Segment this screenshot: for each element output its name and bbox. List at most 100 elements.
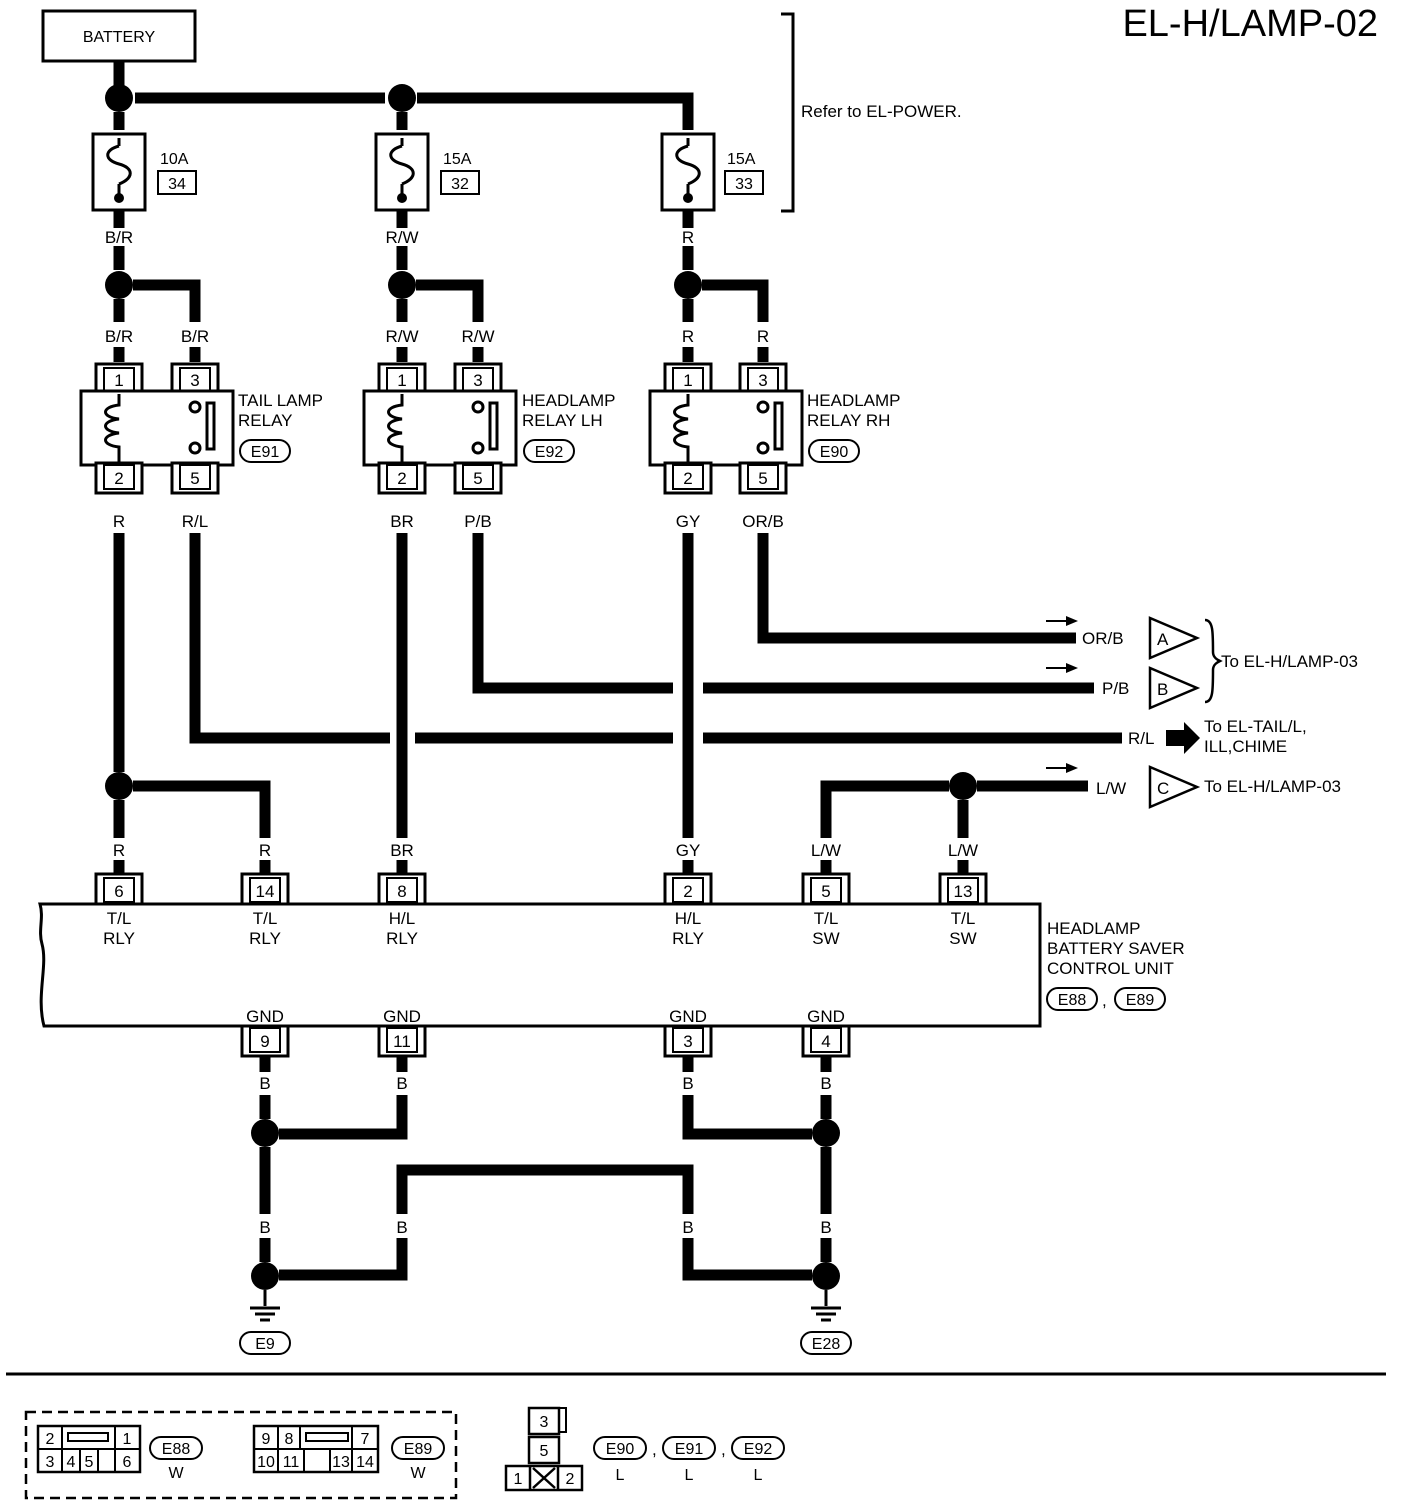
svg-text:B/R: B/R [181,327,209,346]
svg-text:E9: E9 [255,1336,275,1353]
svg-text:GY: GY [676,841,701,860]
headlamp-relay-rh: 1 3 2 5 HEADLAMP RELAY RH E90 [648,362,901,495]
svg-text:R: R [682,327,694,346]
headlamp-battery-saver-control-unit: 6 T/L RLY 14 T/L RLY 8 H/L RLY 2 H/L RLY… [38,872,1185,1058]
svg-text:5: 5 [85,1454,94,1471]
refer-power-label: Refer to EL-POWER. [801,102,962,121]
svg-text:3: 3 [46,1454,55,1471]
connector-legend-e88-e89: 2 1 3 4 5 6 E88 W 9 8 7 10 11 13 14 E89 … [24,1410,458,1500]
svg-text:15A: 15A [443,151,472,168]
svg-text:GY: GY [676,512,701,531]
svg-text:B/R: B/R [105,327,133,346]
svg-text:1: 1 [114,371,123,390]
svg-text:L/W: L/W [948,841,978,860]
svg-text:1: 1 [514,1471,523,1488]
svg-text:RLY: RLY [103,929,135,948]
wire-orb [757,533,1076,644]
svg-text:To EL-TAIL/L,: To EL-TAIL/L, [1204,717,1307,736]
svg-text:GND: GND [669,1007,707,1026]
svg-text:T/L: T/L [107,909,132,928]
svg-text:3: 3 [473,371,482,390]
fuse-34: 10A 34 [91,132,197,212]
svg-text:11: 11 [393,1032,411,1051]
svg-text:3: 3 [540,1414,549,1431]
svg-text:L: L [754,1467,763,1484]
svg-text:3: 3 [758,371,767,390]
svg-text:B: B [682,1218,693,1237]
svg-text:HEADLAMP: HEADLAMP [522,391,616,410]
svg-text:ILL,CHIME: ILL,CHIME [1204,737,1287,756]
output-ab-destination: To EL-H/LAMP-03 [1221,652,1358,671]
svg-text:8: 8 [285,1431,294,1448]
svg-text:HEADLAMP: HEADLAMP [807,391,901,410]
svg-text:,: , [1102,991,1107,1010]
svg-text:E88: E88 [162,1441,191,1458]
cu-gnd-3: GND 3 [663,1007,713,1058]
svg-text:B: B [1157,680,1168,699]
svg-text:R/W: R/W [385,327,418,346]
svg-text:H/L: H/L [389,909,415,928]
svg-text:14: 14 [256,882,275,901]
svg-text:9: 9 [262,1431,271,1448]
svg-text:1: 1 [123,1431,132,1448]
svg-text:3: 3 [683,1032,692,1051]
svg-text:P/B: P/B [1102,679,1129,698]
cu-pin-13: 13 T/L SW [938,872,988,948]
svg-text:E89: E89 [404,1441,433,1458]
svg-text:10A: 10A [160,151,189,168]
fuse-33: 15A 33 [660,132,764,212]
svg-text:RLY: RLY [249,929,281,948]
cu-pin-6: 6 T/L RLY [94,872,144,948]
svg-text:2: 2 [114,469,123,488]
svg-text:HEADLAMP: HEADLAMP [1047,919,1141,938]
svg-text:R: R [113,512,125,531]
output-c-destination: To EL-H/LAMP-03 [1204,777,1341,796]
svg-text:P/B: P/B [464,512,491,531]
svg-text:SW: SW [812,929,839,948]
svg-text:13: 13 [954,882,973,901]
svg-text:1: 1 [397,371,406,390]
svg-text:9: 9 [260,1032,269,1051]
svg-text:GND: GND [807,1007,845,1026]
svg-text:RELAY LH: RELAY LH [522,411,603,430]
battery-box: BATTERY [41,9,197,63]
fuse-32: 15A 32 [374,132,480,212]
svg-text:L: L [616,1467,625,1484]
svg-text:E88: E88 [1058,992,1087,1009]
svg-text:R: R [682,228,694,247]
svg-text:E92: E92 [744,1441,773,1458]
svg-text:R/L: R/L [182,512,208,531]
cu-pin-8: 8 H/L RLY [377,872,427,948]
svg-text:4: 4 [67,1454,76,1471]
svg-text:T/L: T/L [951,909,976,928]
svg-text:W: W [168,1465,184,1482]
svg-text:R: R [259,841,271,860]
headlamp-relay-lh: 1 3 2 5 HEADLAMP RELAY LH E92 [362,362,616,495]
ground-e28: E28 [800,1290,852,1355]
svg-text:T/L: T/L [253,909,278,928]
svg-text:2: 2 [683,469,692,488]
svg-text:8: 8 [397,882,406,901]
svg-text:R/L: R/L [1128,729,1154,748]
svg-text:5: 5 [473,469,482,488]
svg-text:T/L: T/L [814,909,839,928]
ground-e9: E9 [239,1290,291,1355]
svg-text:32: 32 [451,176,469,193]
svg-text:5: 5 [758,469,767,488]
cu-gnd-9: GND 9 [240,1007,290,1058]
svg-text:33: 33 [735,176,753,193]
svg-text:RELAY RH: RELAY RH [807,411,890,430]
svg-text:11: 11 [283,1454,300,1471]
svg-text:OR/B: OR/B [742,512,784,531]
power-bus-wire [135,92,694,130]
svg-text:H/L: H/L [675,909,701,928]
svg-text:TAIL LAMP: TAIL LAMP [238,391,323,410]
svg-text:B: B [396,1218,407,1237]
svg-text:B: B [820,1074,831,1093]
wire-rl [189,533,1122,744]
svg-text:3: 3 [190,371,199,390]
svg-text:2: 2 [566,1471,575,1488]
bus-splice-2 [388,84,416,112]
svg-text:15A: 15A [727,151,756,168]
